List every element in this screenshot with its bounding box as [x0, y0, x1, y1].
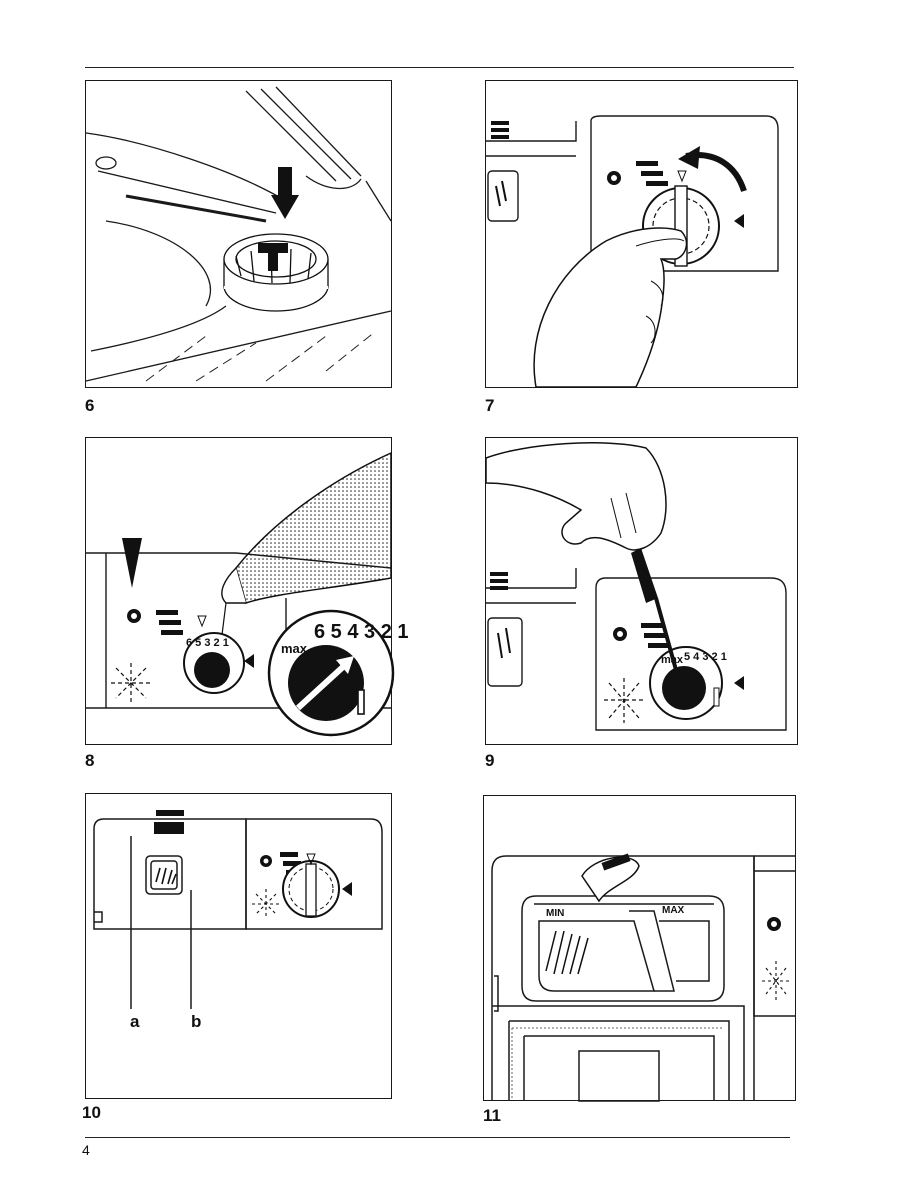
- dial-scale: 5 4 3 2 1: [684, 651, 727, 663]
- bottom-rule: [85, 1137, 790, 1138]
- callout-b: b: [191, 1012, 202, 1031]
- callout-a: a: [130, 1012, 140, 1031]
- figure-8-number: 8: [85, 751, 95, 770]
- rinse-aid-filling-illustration: 6 5 3 2 1 max 6 5 4 3 2 1: [86, 451, 409, 737]
- figure-6-panel: [85, 80, 392, 388]
- figure-7-panel: [485, 80, 798, 388]
- page-number: 4: [82, 1142, 90, 1158]
- figure-11-number: 11: [483, 1106, 501, 1125]
- dosage-selector-screwdriver-illustration: max 5 4 3 2 1: [485, 442, 787, 731]
- min-label: MIN: [546, 908, 564, 919]
- figure-8-panel: 6 5 3 2 1 max 6 5 4 3 2 1: [85, 437, 409, 745]
- figure-11-panel: MIN MAX: [483, 795, 796, 1102]
- big-dial-scale: 6 5 4 3 2 1: [314, 621, 409, 643]
- figure-7-number: 7: [485, 396, 495, 415]
- top-rule: [85, 67, 794, 68]
- detergent-dispenser-closed-illustration: [93, 810, 383, 1009]
- detergent-dispenser-open-illustration: MIN MAX: [491, 853, 795, 1102]
- max-label: MAX: [662, 905, 685, 916]
- rinse-aid-cap-illustration: [486, 115, 779, 388]
- figure-9-panel: max 5 4 3 2 1: [485, 437, 798, 745]
- small-dial-label: 6 5 3 2 1: [186, 637, 229, 649]
- figure-9-number: 9: [485, 751, 495, 770]
- dishwasher-filter-illustration: [85, 86, 392, 382]
- big-dial-max-label: max: [281, 641, 308, 656]
- figure-10-panel: a b: [85, 793, 392, 1099]
- figure-10-number: 10: [82, 1103, 101, 1122]
- figure-6-number: 6: [85, 396, 95, 415]
